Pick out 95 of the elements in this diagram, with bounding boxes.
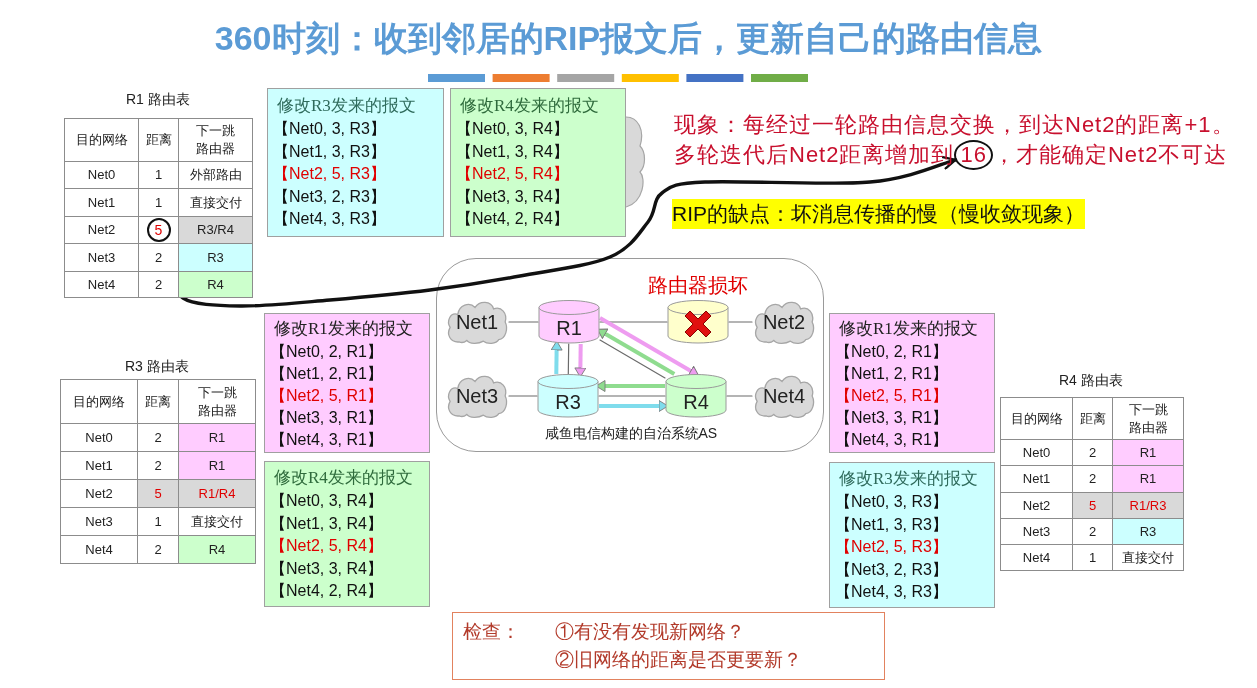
route-entry: 【Net4, 3, R1】 [835, 430, 948, 450]
connector-line [508, 395, 538, 397]
route-entry: 【Net0, 2, R1】 [835, 342, 948, 362]
connector-line [599, 321, 668, 323]
table-cell: Net4 [60, 535, 138, 564]
table-cell: R1 [1112, 439, 1184, 466]
route-entry: 【Net1, 2, R1】 [270, 364, 383, 384]
table-cell: R1 [178, 423, 256, 452]
route-entry: 【Net2, 5, R3】 [835, 537, 948, 557]
connector-line [726, 395, 753, 397]
route-entry: 【Net1, 2, R1】 [835, 364, 948, 384]
route-entry: 【Net1, 3, R4】 [456, 141, 569, 162]
network-cloud: Net3 [445, 373, 509, 419]
route-entry: 【Net2, 5, R1】 [270, 386, 383, 406]
note-box [452, 612, 885, 680]
node-caption: 路由器损坏 [648, 273, 748, 297]
table-header-cell: 下一跳路由器 [178, 118, 253, 162]
network-cloud: Net1 [445, 299, 509, 345]
message-box [450, 88, 626, 237]
note-text: 多轮迭代后Net2距离增加到 [674, 142, 955, 167]
table-title: R1 路由表 [126, 91, 190, 109]
system-boundary [436, 258, 824, 452]
message-heading: 修改R3发来的报文 [277, 95, 416, 117]
network-cloud: Net4 [752, 373, 816, 419]
message-box [829, 462, 995, 608]
table-cell: 直接交付 [1112, 544, 1184, 571]
table-cell: 5 [137, 479, 179, 508]
table-cell: R1 [1112, 465, 1184, 493]
route-entry: 【Net0, 3, R3】 [273, 119, 386, 139]
message-heading: 修改R1发来的报文 [274, 318, 413, 340]
connector-line [508, 321, 539, 323]
route-entry: 【Net4, 2, R4】 [456, 209, 569, 229]
route-entry: 【Net2, 5, R1】 [835, 386, 948, 406]
circled-number: 16 [954, 140, 993, 170]
route-entry: 【Net3, 2, R3】 [273, 186, 386, 207]
route-entry: 【Net3, 3, R4】 [456, 186, 569, 207]
message-box [264, 461, 430, 607]
connector-line [567, 343, 570, 375]
message-box [264, 313, 430, 453]
network-cloud: Net2 [752, 299, 816, 345]
table-cell: R3/R4 [178, 216, 253, 244]
table-title: R4 路由表 [1059, 372, 1123, 390]
route-entry: 【Net4, 2, R4】 [270, 581, 383, 601]
route-entry: 【Net2, 5, R4】 [456, 164, 569, 184]
table-cell: R4 [178, 271, 253, 298]
table-cell: R3 [178, 243, 253, 272]
route-entry: 【Net2, 5, R3】 [273, 164, 386, 184]
table-header-cell: 下一跳路由器 [178, 379, 256, 424]
table-header-cell: 目的网络 [64, 118, 139, 162]
table-header-cell: 目的网络 [1000, 397, 1073, 440]
table-header-cell: 下一跳路由器 [1112, 397, 1184, 440]
boundary-label: 咸鱼电信构建的自治系统AS [544, 424, 718, 442]
note-heading: 检查： [463, 620, 520, 644]
message-heading: 修改R3发来的报文 [839, 468, 978, 490]
route-entry: 【Net3, 2, R3】 [835, 559, 948, 580]
note-line: ②旧网络的距离是否更要新？ [555, 648, 802, 672]
cloud-shape [626, 116, 646, 208]
note-text: 现象：每经过一轮路由信息交换，到达Net2的距离+1。 [674, 111, 1235, 139]
route-entry: 【Net4, 3, R1】 [270, 430, 383, 450]
table-cell: Net4 [64, 271, 139, 298]
route-entry: 【Net1, 3, R3】 [273, 141, 386, 162]
route-entry: 【Net1, 3, R4】 [270, 513, 383, 534]
table-cell: R3 [1112, 518, 1184, 545]
route-entry: 【Net3, 3, R1】 [270, 408, 383, 428]
message-box [829, 313, 995, 453]
note-text: ，才能确定Net2不可达 [992, 142, 1228, 167]
route-entry: 【Net2, 5, R4】 [270, 536, 383, 556]
connector-line [728, 321, 753, 323]
route-entry: 【Net0, 2, R1】 [270, 342, 383, 362]
arrow [550, 340, 563, 375]
route-entry: 【Net3, 3, R4】 [270, 558, 383, 579]
connector-line [598, 395, 666, 397]
table-cell: R1 [178, 451, 256, 480]
table-cell: R1/R4 [178, 479, 256, 508]
table-title: R3 路由表 [125, 358, 189, 376]
route-entry: 【Net1, 3, R3】 [835, 514, 948, 535]
route-entry: 【Net4, 3, R3】 [273, 209, 386, 229]
table-cell: R1/R3 [1112, 492, 1184, 519]
table-cell: R4 [178, 535, 256, 564]
note-line: ①有没有发现新网络？ [555, 620, 745, 644]
message-heading: 修改R4发来的报文 [460, 95, 599, 117]
route-entry: 【Net4, 3, R3】 [835, 582, 948, 602]
title: 360时刻：收到邻居的RIP报文后，更新自己的路由信息 [214, 18, 1043, 59]
route-entry: 【Net0, 3, R3】 [835, 492, 948, 512]
connector-line [599, 339, 666, 379]
table-cell: Net4 [1000, 544, 1073, 571]
highlighted-text: RIP的缺点：坏消息传播的慢（慢收敛现象） [672, 199, 1085, 229]
router-cylinder [667, 300, 729, 344]
route-entry: 【Net0, 3, R4】 [270, 491, 383, 511]
message-box [267, 88, 444, 237]
route-entry: 【Net0, 3, R4】 [456, 119, 569, 139]
route-entry: 【Net3, 3, R1】 [835, 408, 948, 428]
table-header-cell: 目的网络 [60, 379, 138, 424]
message-heading: 修改R4发来的报文 [274, 467, 413, 489]
message-heading: 修改R1发来的报文 [839, 318, 978, 340]
